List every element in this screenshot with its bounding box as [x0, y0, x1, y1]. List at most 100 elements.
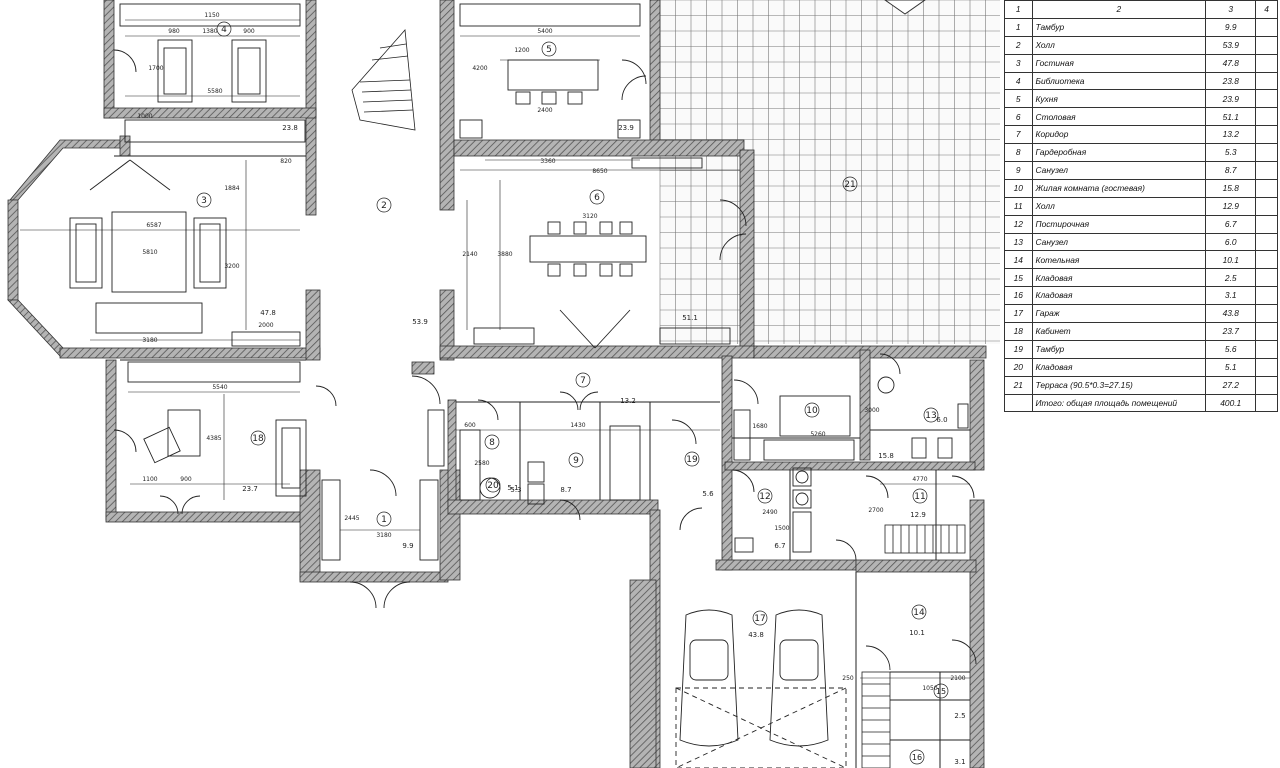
- explication-cell: [1255, 357, 1278, 377]
- explication-cell: [1255, 17, 1278, 37]
- walls: [7, 0, 987, 768]
- staircase-hall-11: [884, 524, 966, 554]
- explication-cell: [1255, 53, 1278, 73]
- floor-plan-drawing: 1 9.9 2 53.9 3 47.8 4 23.8 5 23.9 6 51.1…: [7, 0, 1000, 768]
- explication-cell: 43.8: [1205, 304, 1257, 324]
- svg-text:5580: 5580: [207, 88, 222, 95]
- room-area-17: 43.8: [748, 631, 764, 639]
- room-number-14: 14: [913, 608, 925, 618]
- dimension-texts: 1150 980 1380 900 5580 1700 1000 820 658…: [137, 12, 965, 692]
- svg-text:3180: 3180: [376, 532, 391, 539]
- explication-cell: 12: [1004, 214, 1033, 234]
- explication-cell: 14: [1004, 250, 1033, 270]
- room-number-17: 17: [754, 614, 765, 624]
- explication-cell: 4: [1004, 71, 1033, 91]
- explication-cell: [1255, 107, 1278, 127]
- svg-text:900: 900: [180, 476, 192, 483]
- room-area-18: 23.7: [242, 485, 258, 493]
- explication-cell: Гараж: [1031, 304, 1207, 324]
- partitions: [114, 155, 970, 768]
- room-area-4: 23.8: [282, 124, 298, 132]
- svg-text:5810: 5810: [142, 249, 157, 256]
- explication-cell: 23.8: [1205, 71, 1257, 91]
- room-number-circle: [842, 176, 858, 192]
- svg-text:3880: 3880: [497, 251, 512, 258]
- room-area-16: 3.1: [954, 758, 965, 766]
- explication-cell: [1255, 125, 1278, 145]
- explication-cell: 3: [1004, 53, 1033, 73]
- explication-cell: Кладовая: [1031, 268, 1207, 288]
- explication-cell: Кабинет: [1031, 322, 1207, 341]
- room-number-15: 15: [936, 687, 946, 696]
- svg-text:1050: 1050: [922, 685, 937, 692]
- explication-cell: [1004, 393, 1033, 413]
- svg-text:6587: 6587: [146, 222, 161, 229]
- svg-text:1430: 1430: [570, 422, 585, 429]
- room-number-12: 12: [759, 492, 770, 502]
- explication-cell: Библиотека: [1031, 71, 1207, 91]
- explication-cell: 2: [1004, 35, 1033, 55]
- explication-cell: Кухня: [1031, 89, 1207, 109]
- explication-cell: Коридор: [1031, 125, 1207, 145]
- explication-cell: Котельная: [1031, 250, 1207, 270]
- room-number-4: 4: [221, 25, 227, 35]
- explication-cell: 1: [1004, 0, 1033, 19]
- svg-text:2100: 2100: [950, 675, 965, 682]
- explication-cell: 13.2: [1205, 125, 1257, 145]
- explication-cell: Санузел: [1031, 232, 1207, 252]
- room-area-3: 47.8: [260, 309, 276, 317]
- explication-cell: Жилая комната (гостевая): [1031, 178, 1207, 198]
- room-number-8: 8: [489, 438, 495, 448]
- explication-cell: [1255, 161, 1278, 180]
- explication-cell: 2: [1031, 0, 1207, 19]
- svg-text:600: 600: [464, 422, 476, 429]
- room-area-11: 12.9: [910, 511, 926, 519]
- explication-cell: 12.9: [1205, 196, 1257, 216]
- explication-cell: 47.8: [1205, 53, 1257, 73]
- room-number-circle: [804, 402, 820, 418]
- explication-cell: Гостиная: [1031, 53, 1207, 73]
- terrace-area: [659, 0, 1000, 344]
- svg-text:3200: 3200: [224, 263, 239, 270]
- svg-text:2580: 2580: [474, 460, 489, 467]
- svg-text:2000: 2000: [258, 322, 273, 329]
- room-number-circle: [923, 407, 939, 423]
- svg-text:2700: 2700: [868, 507, 883, 514]
- explication-cell: 9.9: [1205, 17, 1257, 37]
- room-number-circle: [752, 610, 768, 626]
- svg-text:250: 250: [842, 675, 854, 682]
- explication-cell: Терраса (90.5*0.3=27.15): [1031, 375, 1207, 395]
- room-number-circle: [196, 192, 212, 208]
- svg-text:8650: 8650: [592, 168, 607, 175]
- room-number-9: 9: [573, 456, 579, 466]
- explication-cell: [1255, 214, 1278, 234]
- explication-cell: 400.1: [1205, 393, 1257, 413]
- svg-text:1500: 1500: [774, 525, 789, 532]
- explication-cell: Тамбур: [1031, 17, 1207, 37]
- room-number-19: 19: [686, 455, 698, 465]
- svg-text:1200: 1200: [514, 47, 529, 54]
- room-number-circle: [485, 477, 501, 493]
- explication-cell: [1255, 35, 1278, 55]
- explication-cell: 1: [1004, 17, 1033, 37]
- svg-text:4200: 4200: [472, 65, 487, 72]
- room-number-circle: [376, 511, 392, 527]
- explication-cell: [1255, 286, 1278, 306]
- svg-text:5260: 5260: [810, 431, 825, 438]
- room-number-16: 16: [912, 753, 922, 762]
- explication-cell: 7: [1004, 125, 1033, 145]
